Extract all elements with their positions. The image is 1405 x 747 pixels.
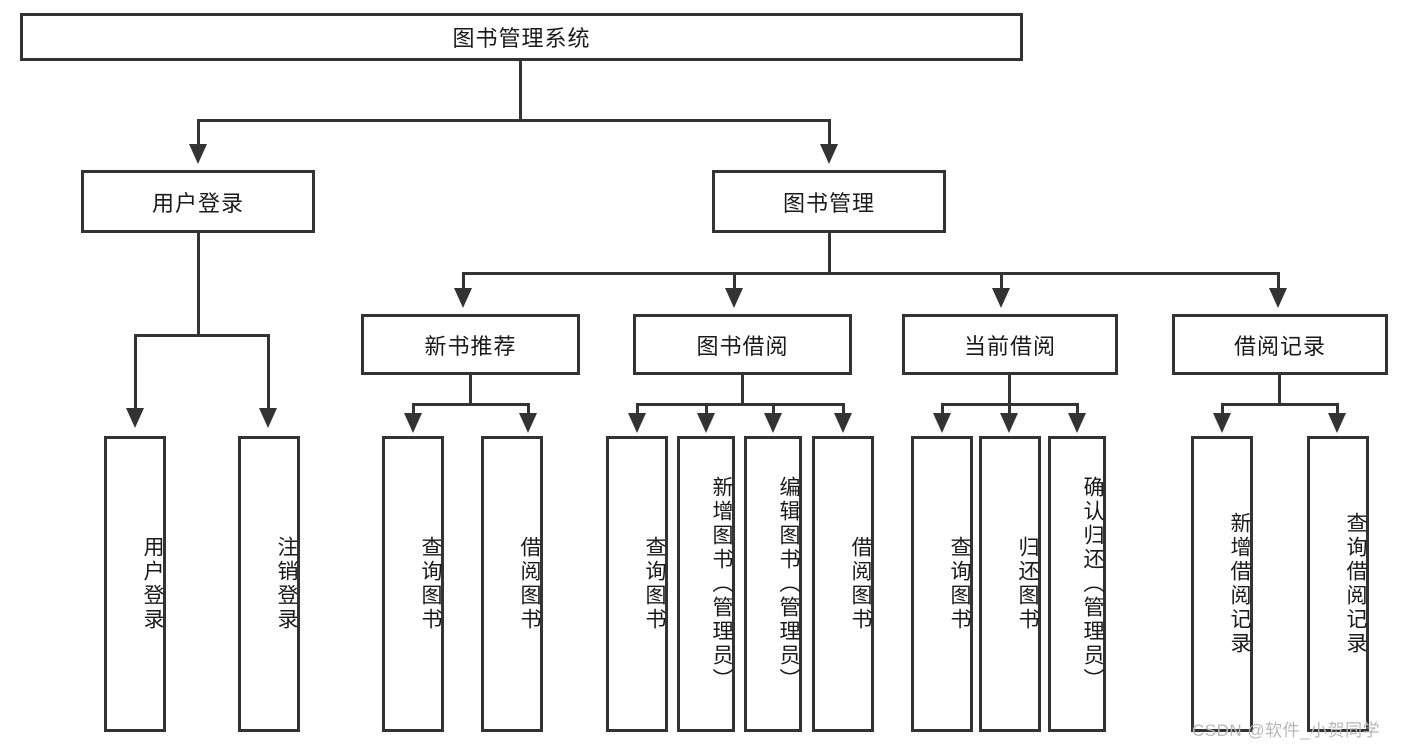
arrow-to-leaf-add-book — [697, 413, 715, 433]
node-label: 注销登录 — [275, 536, 298, 632]
arrow-to-leaf-borrow-book-2 — [834, 413, 852, 433]
connector-book-management-trunk — [828, 233, 831, 273]
connector-book-borrow-drop-4 — [842, 403, 845, 415]
arrow-to-book-borrow — [725, 288, 743, 308]
node-label: 确认归还（管理员） — [1081, 476, 1104, 692]
connector-book-borrow-drop-2 — [705, 403, 708, 415]
node-label: 用户登录 — [151, 190, 244, 216]
leaf-user-login[interactable]: 用户登录 — [104, 436, 166, 732]
connector-user-login-bus — [134, 334, 270, 337]
node-new-book-recommend[interactable]: 新书推荐 — [361, 314, 580, 375]
leaf-logout[interactable]: 注销登录 — [238, 436, 300, 732]
node-user-login[interactable]: 用户登录 — [81, 170, 315, 233]
connector-new-book-bus — [412, 403, 530, 406]
connector-book-borrow-bus — [636, 403, 845, 406]
connector-book-borrow-drop-3 — [772, 403, 775, 415]
node-current-borrow[interactable]: 当前借阅 — [902, 314, 1118, 375]
connector-user-login-trunk — [197, 233, 200, 335]
connector-user-login-drop-1 — [134, 334, 137, 410]
node-label: 当前借阅 — [963, 333, 1056, 359]
connector-borrow-record-bus — [1221, 403, 1339, 406]
node-label: 用户登录 — [141, 536, 164, 632]
leaf-confirm-return-admin[interactable]: 确认归还（管理员） — [1048, 436, 1106, 732]
node-borrow-record[interactable]: 借阅记录 — [1172, 314, 1388, 375]
connector-current-borrow-drop-3 — [1076, 403, 1079, 415]
node-root-book-management-system[interactable]: 图书管理系统 — [20, 13, 1023, 61]
connector-borrow-record-drop-1 — [1221, 403, 1224, 415]
connector-new-book-drop-2 — [527, 403, 530, 415]
connector-borrow-record-trunk — [1278, 375, 1281, 404]
arrow-to-leaf-query-book-2 — [628, 413, 646, 433]
connector-book-borrow-drop-1 — [636, 403, 639, 415]
arrow-to-leaf-add-record — [1213, 413, 1231, 433]
connector-new-book-trunk — [469, 375, 472, 404]
connector-root-drop-right — [828, 119, 831, 146]
arrow-to-leaf-borrow-book-1 — [519, 413, 537, 433]
connector-borrow-record-drop-2 — [1336, 403, 1339, 415]
connector-level3-drop-1 — [462, 272, 465, 290]
node-label: 新增图书（管理员） — [710, 476, 733, 692]
connector-level3-drop-4 — [1277, 272, 1280, 290]
leaf-return-book[interactable]: 归还图书 — [979, 436, 1041, 732]
node-label: 查询图书 — [419, 536, 442, 632]
arrow-to-leaf-return-book — [1000, 413, 1018, 433]
node-book-management[interactable]: 图书管理 — [712, 170, 946, 233]
arrow-to-leaf-logout — [259, 408, 277, 428]
node-label: 编辑图书（管理员） — [777, 476, 800, 692]
leaf-add-book-admin[interactable]: 新增图书（管理员） — [677, 436, 735, 732]
leaf-query-borrow-record[interactable]: 查询借阅记录 — [1307, 436, 1369, 732]
node-label: 查询借阅记录 — [1344, 512, 1367, 656]
arrow-to-leaf-query-record — [1328, 413, 1346, 433]
connector-level3-bus — [462, 272, 1280, 275]
node-label: 新书推荐 — [424, 333, 517, 359]
connector-current-borrow-trunk — [1008, 375, 1011, 404]
connector-new-book-drop-1 — [412, 403, 415, 415]
connector-level3-drop-3 — [1000, 272, 1003, 290]
arrow-to-new-book-recommend — [454, 288, 472, 308]
connector-root-bus — [197, 119, 831, 122]
arrow-to-leaf-query-book-1 — [404, 413, 422, 433]
csdn-watermark: CSDN @软件_小贺同学 — [1192, 721, 1381, 740]
node-label: 查询图书 — [643, 536, 666, 632]
arrow-to-leaf-confirm-return — [1068, 413, 1086, 433]
node-label: 借阅图书 — [849, 536, 872, 632]
arrow-root-to-book-management — [820, 144, 838, 164]
leaf-borrow-book-borrow[interactable]: 借阅图书 — [812, 436, 874, 732]
node-label: 图书管理系统 — [452, 26, 591, 51]
connector-book-borrow-trunk — [741, 375, 744, 404]
node-label: 新增借阅记录 — [1228, 512, 1251, 656]
node-label: 归还图书 — [1016, 536, 1039, 632]
node-label: 借阅图书 — [518, 536, 541, 632]
connector-current-borrow-drop-2 — [1008, 403, 1011, 415]
connector-root-trunk — [519, 61, 522, 120]
arrow-to-borrow-record — [1269, 288, 1287, 308]
arrow-to-leaf-query-book-3 — [933, 413, 951, 433]
connector-current-borrow-drop-1 — [941, 403, 944, 415]
leaf-query-book-borrow[interactable]: 查询图书 — [606, 436, 668, 732]
leaf-edit-book-admin[interactable]: 编辑图书（管理员） — [744, 436, 802, 732]
node-label: 查询图书 — [948, 536, 971, 632]
connector-root-drop-left — [197, 119, 200, 146]
node-book-borrow[interactable]: 图书借阅 — [633, 314, 852, 375]
node-label: 图书管理 — [782, 190, 875, 216]
connector-level3-drop-2 — [733, 272, 736, 290]
arrow-root-to-user-login — [189, 144, 207, 164]
node-label: 借阅记录 — [1233, 333, 1326, 359]
leaf-query-book-recommend[interactable]: 查询图书 — [382, 436, 444, 732]
node-label: 图书借阅 — [696, 333, 789, 359]
arrow-to-current-borrow — [992, 288, 1010, 308]
leaf-borrow-book-recommend[interactable]: 借阅图书 — [481, 436, 543, 732]
leaf-add-borrow-record[interactable]: 新增借阅记录 — [1191, 436, 1253, 732]
arrow-to-leaf-user-login — [126, 408, 144, 428]
arrow-to-leaf-edit-book — [764, 413, 782, 433]
connector-user-login-drop-2 — [267, 334, 270, 410]
leaf-query-book-current[interactable]: 查询图书 — [911, 436, 973, 732]
